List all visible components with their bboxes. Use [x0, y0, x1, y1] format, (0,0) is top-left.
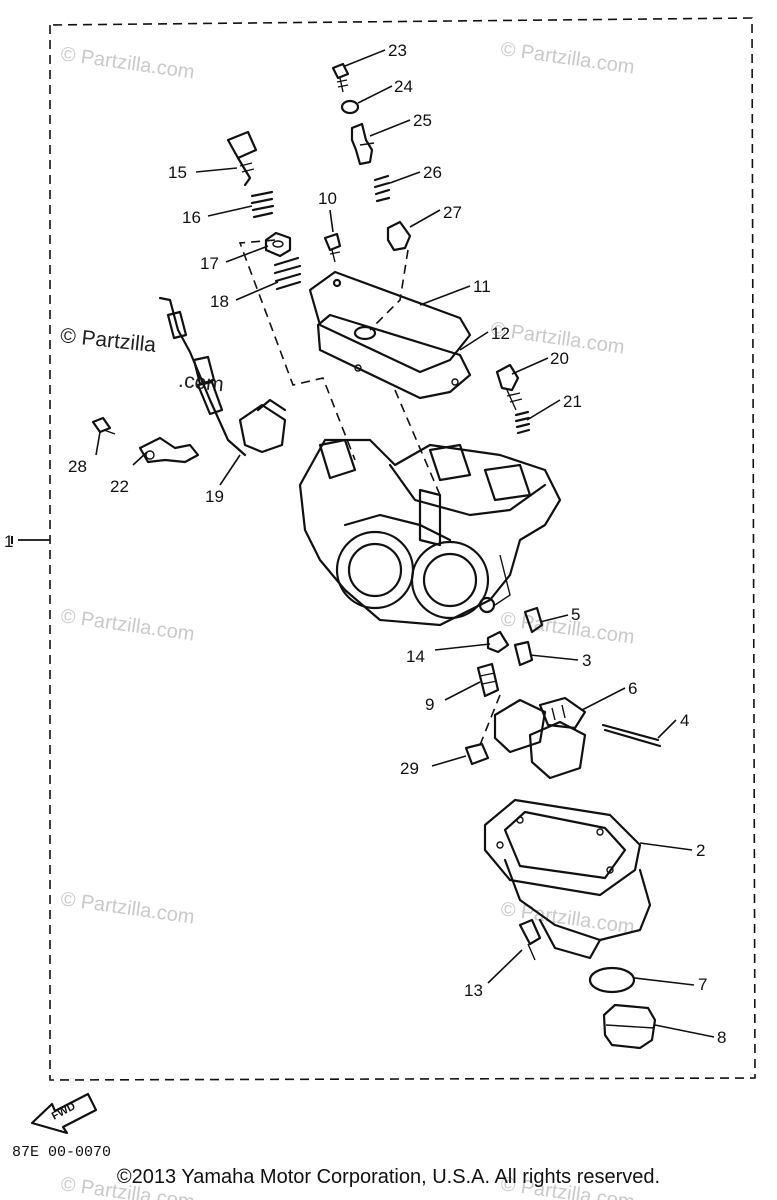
- callout-25: 25: [413, 111, 432, 130]
- callout-23: 23: [388, 41, 407, 60]
- fwd-label: FWD: [50, 1100, 78, 1122]
- part-25-valve: [350, 122, 375, 166]
- part-18-spring: [273, 256, 302, 291]
- callout-28: 28: [68, 457, 87, 476]
- watermark: © Partzilla.com: [59, 888, 196, 929]
- part-2-float-bowl: [483, 798, 652, 960]
- part-23-screw: [331, 62, 350, 93]
- part-7-o-ring: [588, 966, 636, 994]
- callout-27: 27: [443, 203, 462, 222]
- callout-16: 16: [182, 208, 201, 227]
- watermark: © Partzilla.com: [499, 898, 636, 939]
- callout-21: 21: [563, 392, 582, 411]
- watermark-line-1: © Partzilla: [59, 324, 157, 357]
- assembly-border: [11, 17, 756, 1081]
- part-9-needle-jet: [476, 662, 500, 698]
- watermark: © Partzilla.com: [59, 43, 196, 84]
- part-27-cap: [386, 220, 412, 252]
- part-5-screw: [523, 606, 544, 634]
- guide-lines: [238, 239, 501, 746]
- callout-9: 9: [425, 695, 434, 714]
- part-16-spring: [250, 190, 275, 219]
- leader-lines: [95, 49, 715, 1038]
- copyright-notice: ©2013 Yamaha Motor Corporation, U.S.A. A…: [116, 1166, 661, 1188]
- part-8-drain-plug: [602, 1003, 657, 1050]
- callout-29: 29: [400, 759, 419, 778]
- callout-14: 14: [406, 647, 425, 666]
- part-11-cover: [308, 270, 472, 374]
- watermark: © Partzilla.com: [59, 605, 196, 646]
- callout-12: 12: [491, 324, 510, 343]
- callout-3: 3: [582, 651, 591, 670]
- part-4-pin: [601, 723, 662, 748]
- part-13-screw: [518, 918, 542, 961]
- part-24-washer: [340, 99, 360, 115]
- part-17-nut: [264, 231, 292, 258]
- watermark: © Partzilla.com: [499, 608, 636, 649]
- part-10-screw: [323, 232, 342, 263]
- part-20-screw: [495, 363, 523, 411]
- callout-5: 5: [571, 605, 580, 624]
- part-6-float: [493, 696, 587, 780]
- part-26-spring: [373, 174, 391, 203]
- main-watermark: © Partzilla .com: [59, 324, 225, 396]
- part-29-plug: [464, 742, 490, 766]
- part-15-screw: [226, 130, 258, 187]
- callout-20: 20: [550, 349, 569, 368]
- part-28-screw: [91, 416, 116, 435]
- callout-13: 13: [464, 981, 483, 1000]
- figure-code: 87E 00-0070: [12, 1144, 112, 1161]
- callout-11: 11: [473, 277, 491, 296]
- watermark: © Partzilla.com: [499, 38, 636, 79]
- callout-6: 6: [628, 679, 637, 698]
- part-22-bracket: [138, 436, 200, 464]
- part-21-spring: [514, 410, 531, 435]
- callout-17: 17: [200, 254, 219, 273]
- callout-19: 19: [205, 487, 224, 506]
- callout-7: 7: [698, 975, 707, 994]
- part-3-jet: [513, 640, 534, 667]
- part-14-jet: [486, 630, 510, 654]
- carburetor-body: [298, 438, 562, 627]
- callout-4: 4: [680, 711, 689, 730]
- part-19-starter-cable: [158, 296, 287, 457]
- assembly-label: 1: [4, 532, 13, 551]
- callout-8: 8: [717, 1028, 726, 1047]
- callout-26: 26: [423, 163, 442, 182]
- callout-18: 18: [210, 292, 229, 311]
- callout-15: 15: [168, 163, 187, 182]
- callout-22: 22: [110, 477, 129, 496]
- callout-24: 24: [394, 77, 413, 96]
- callout-10: 10: [318, 189, 337, 208]
- fwd-arrow: FWD: [30, 1092, 98, 1135]
- callout-2: 2: [696, 841, 705, 860]
- callouts: 23 24 25 26 27 10 11 12 15 16 17 18 20 2…: [68, 41, 726, 1047]
- part-12-gasket: [316, 313, 472, 400]
